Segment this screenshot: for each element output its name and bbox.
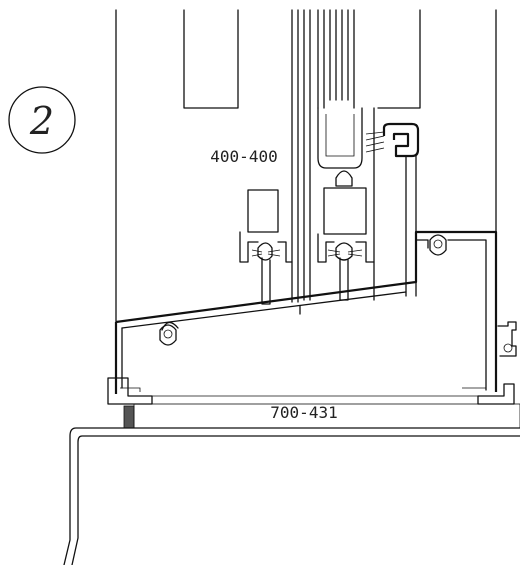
sill-part-label: 700-431 (270, 403, 337, 422)
left-sash-profile (239, 189, 293, 305)
upper-part-label: 400-400 (210, 147, 277, 166)
outer-gasket (497, 321, 517, 357)
sill-feet (107, 377, 515, 405)
substrate (63, 403, 520, 565)
right-sash-profile (317, 107, 375, 301)
screw-boss-right (429, 234, 447, 256)
detail-number-callout: 2 (8, 86, 76, 154)
upper-panel (183, 9, 421, 303)
detail-number: 2 (29, 99, 54, 143)
outer-frame-lines (115, 9, 497, 323)
sill-profile (114, 230, 498, 394)
keeper-profile (365, 107, 420, 301)
screw-boss-left (159, 321, 179, 346)
sealant-bead (123, 405, 135, 429)
